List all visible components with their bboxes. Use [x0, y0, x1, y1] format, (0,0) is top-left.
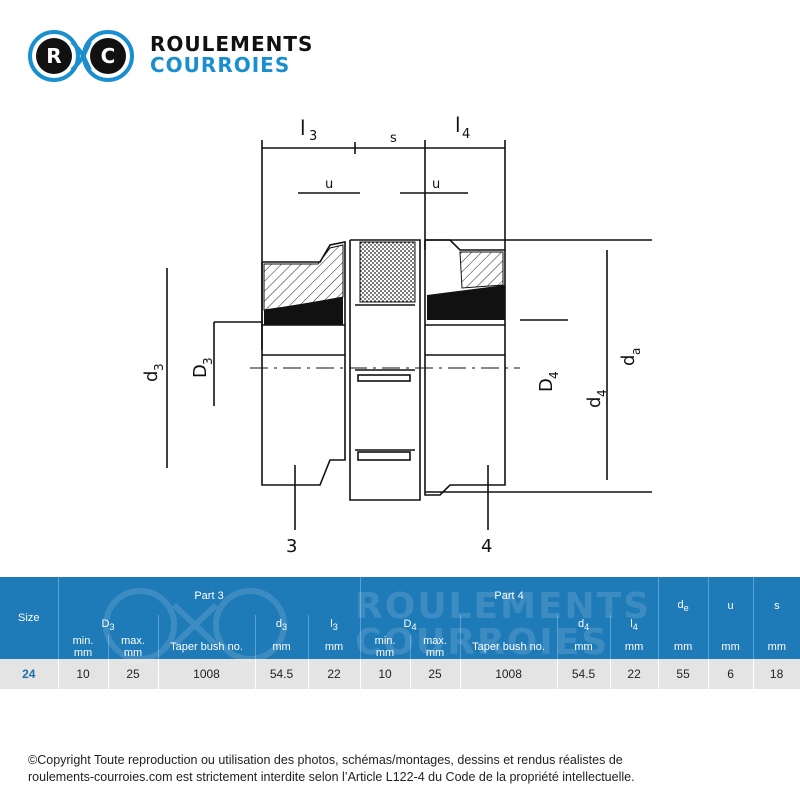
dim-da-label: d [618, 355, 639, 366]
brand-name: ROULEMENTS COURROIES [150, 34, 313, 76]
dim-l3-sub: 3 [309, 129, 317, 144]
dim-u-left-label: u [325, 177, 333, 192]
cell-de: 55 [658, 659, 709, 689]
brand-line2: COURROIES [150, 53, 291, 77]
D3-max-unit: max.mm [108, 635, 159, 659]
cell-l3: 22 [308, 659, 361, 689]
col-D3-header: D3 [58, 615, 159, 635]
dim-d4-label: d [584, 397, 605, 408]
l4-unit: mm [610, 635, 659, 659]
dim-da-sub: a [629, 348, 643, 355]
copyright-line1: ©Copyright Toute reproduction ou utilisa… [28, 753, 623, 767]
part-3-label: 3 [286, 536, 297, 557]
cell-l4: 22 [610, 659, 659, 689]
cell-D4-max: 25 [410, 659, 461, 689]
cell-d4: 54.5 [557, 659, 611, 689]
copyright-notice: ©Copyright Toute reproduction ou utilisa… [28, 752, 788, 786]
coupling-section-diagram: l 3 s l 4 u u d 3 D 3 D 4 d 4 d a 3 4 [141, 113, 652, 557]
logo-letter-r: R [46, 44, 61, 68]
dim-u-right-label: u [432, 177, 440, 192]
cell-d3: 54.5 [255, 659, 309, 689]
col-D4-header: D4 [360, 615, 461, 635]
brand-line1: ROULEMENTS [150, 32, 314, 56]
dim-l4-label: l [455, 113, 461, 137]
dim-D3-sub: 3 [201, 357, 215, 365]
brand-logo: R C ROULEMENTS COURROIES [28, 30, 328, 82]
col-bush3-spacer [158, 615, 256, 635]
col-bush4-spacer [460, 615, 558, 635]
u-unit: mm [708, 635, 754, 659]
dim-D3-label: D [190, 364, 211, 378]
d3-unit: mm [255, 635, 309, 659]
dim-s-label: s [390, 131, 397, 146]
cell-size: 24 [0, 659, 59, 689]
col-size-header: Size [0, 577, 59, 659]
dim-l3-label: l [300, 116, 306, 140]
part-4-label: 4 [481, 536, 492, 557]
logo-emblem-icon: R C [28, 30, 134, 82]
col-d4-header: d4 [557, 615, 611, 635]
D3-min-unit: min.mm [58, 635, 109, 659]
table-row: 24 10 25 1008 54.5 22 10 25 1008 54.5 22… [0, 659, 800, 689]
col-l4-header: l4 [610, 615, 659, 635]
spec-table: Size Part 3 Part 4 de u s D3 d3 l3 D4 d4… [0, 577, 800, 689]
d4-unit: mm [557, 635, 611, 659]
part3-header: Part 3 [58, 577, 361, 615]
cell-u: 6 [708, 659, 754, 689]
l3-unit: mm [308, 635, 361, 659]
copyright-line2: roulements-courroies.com est strictement… [28, 770, 635, 784]
col-l3-header: l3 [308, 615, 361, 635]
cell-D4-min: 10 [360, 659, 411, 689]
s-unit: mm [753, 635, 800, 659]
coupling-drawing: l 3 s l 4 u u d 3 D 3 D 4 d 4 d a 3 4 [0, 90, 800, 570]
de-unit: mm [658, 635, 709, 659]
cell-bush4: 1008 [460, 659, 558, 689]
dim-D4-sub: 4 [547, 371, 561, 379]
D4-max-unit: max.mm [410, 635, 461, 659]
part4-header: Part 4 [360, 577, 659, 615]
logo-letter-c: C [101, 44, 116, 68]
dim-l4-sub: 4 [462, 127, 470, 142]
bush4-header: Taper bush no. [460, 635, 558, 659]
dim-d3-label: d [141, 371, 162, 382]
cell-bush3: 1008 [158, 659, 256, 689]
dim-D4-label: D [536, 378, 557, 392]
dim-d3-sub: 3 [152, 363, 166, 371]
bush3-header: Taper bush no. [158, 635, 256, 659]
cell-D3-min: 10 [58, 659, 109, 689]
cell-s: 18 [753, 659, 800, 689]
col-u-header: u [708, 577, 754, 635]
col-s-header: s [753, 577, 800, 635]
dim-d4-sub: 4 [595, 389, 609, 397]
spec-table-wrapper: Size Part 3 Part 4 de u s D3 d3 l3 D4 d4… [0, 577, 800, 712]
col-d3-header: d3 [255, 615, 309, 635]
D4-min-unit: min.mm [360, 635, 411, 659]
col-de-header: de [658, 577, 709, 635]
cell-D3-max: 25 [108, 659, 159, 689]
